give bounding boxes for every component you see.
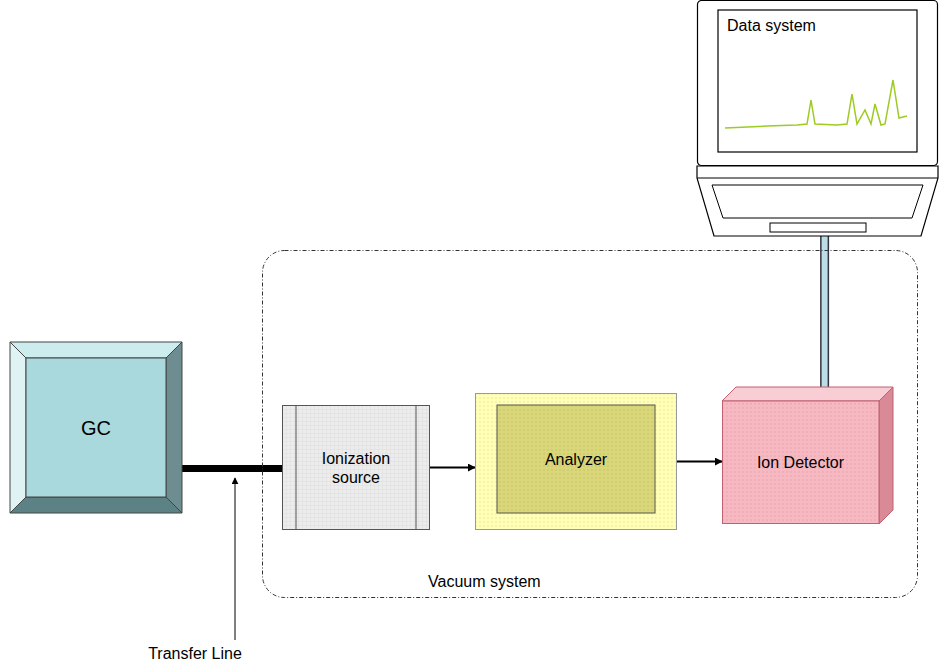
- node-label: Ionization source: [302, 449, 410, 487]
- connector: [182, 468, 282, 469]
- node-label: Data system: [727, 16, 816, 35]
- ionization-box-shape: [282, 405, 430, 530]
- part-label: Transfer Line: [148, 644, 242, 663]
- vacuum-region: Vacuum system Ionization source Analyzer Io…: [262, 250, 918, 598]
- node-label: GC: [81, 416, 111, 440]
- node-label: Ion Detector: [757, 453, 844, 472]
- node-label: Analyzer: [545, 450, 607, 469]
- node-label: Vacuum system: [428, 572, 541, 591]
- ionization-box: Ionization source: [282, 405, 430, 530]
- detector-box: Ion Detector: [722, 387, 893, 524]
- connector: [430, 467, 475, 468]
- laptop-screen: Data system: [697, 0, 938, 166]
- connector: [677, 461, 722, 462]
- gc-box: GC: [10, 342, 182, 513]
- analyzer-box: Analyzer: [475, 393, 677, 530]
